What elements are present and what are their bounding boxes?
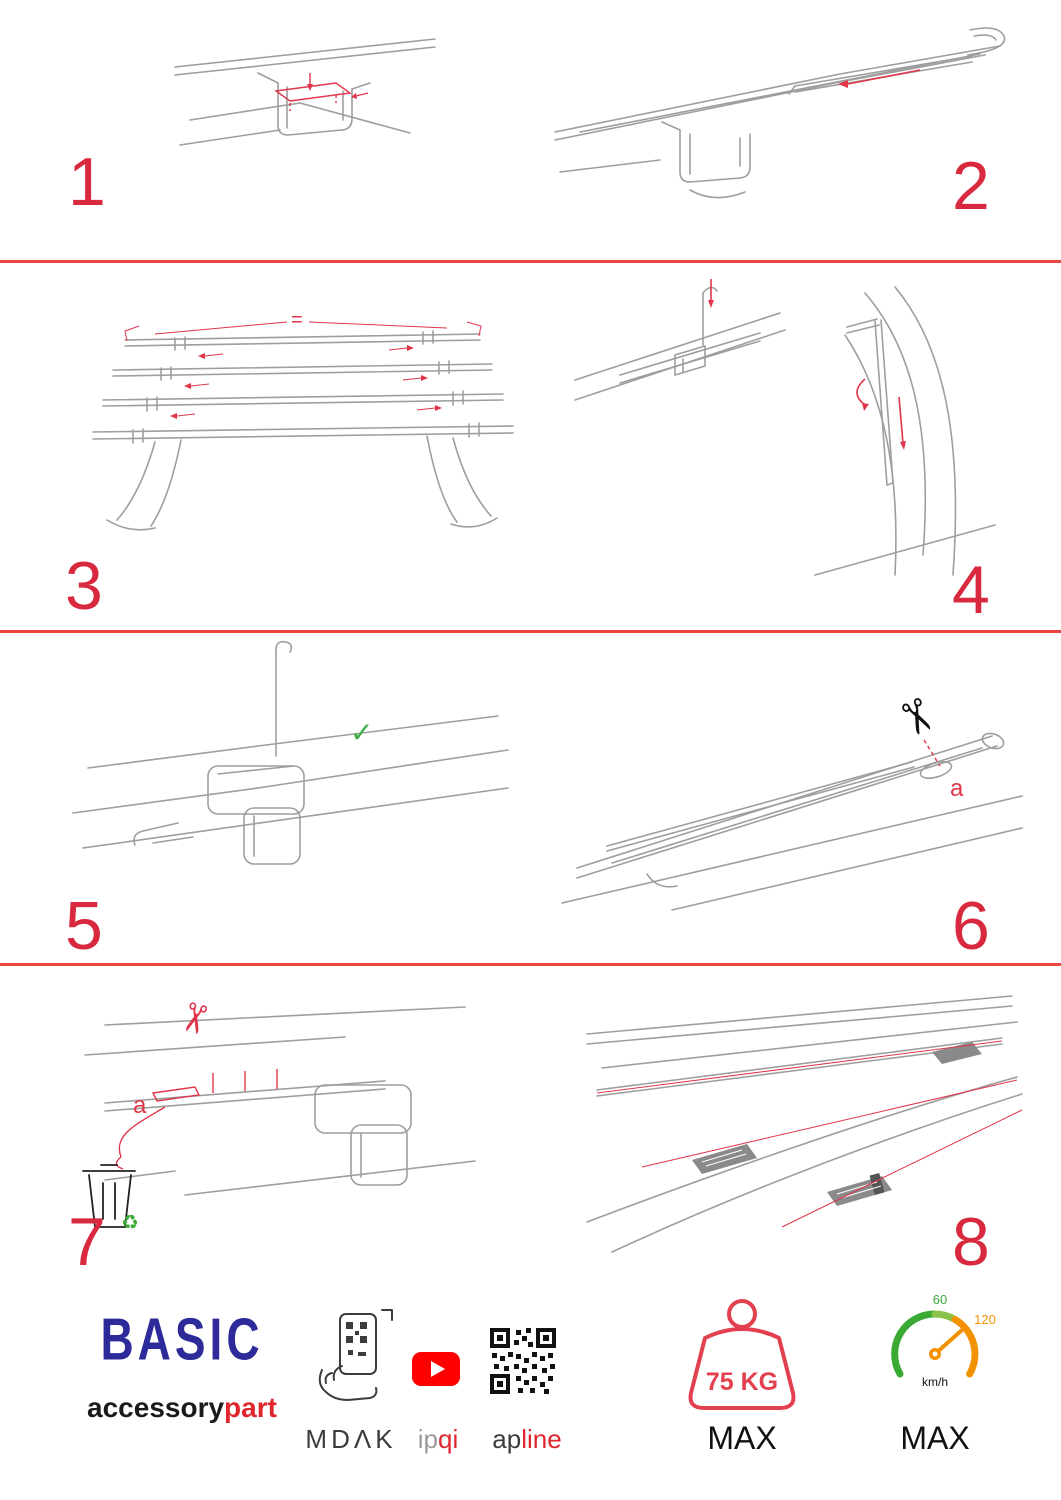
phone-scan-icon	[312, 1308, 396, 1408]
weight-value: 75 KG	[706, 1368, 778, 1396]
qr-code	[488, 1326, 558, 1396]
step-8-illustration	[572, 982, 1027, 1267]
cut-piece-label-a: a	[950, 775, 964, 802]
step-3-number: 3	[65, 548, 103, 624]
cut-piece-label-a: a	[133, 1092, 147, 1119]
apline-logo-text: apline	[482, 1424, 572, 1455]
speedometer-icon: 60 120 km/h	[872, 1290, 998, 1414]
apline-dark: ap	[492, 1424, 522, 1454]
step-5-illustration: ✓	[58, 638, 523, 908]
brand-block: BASIC accessorypart	[72, 1305, 292, 1424]
brand-subtitle-part: part	[224, 1392, 277, 1423]
mdak-logo-text: MDΛK	[305, 1424, 397, 1454]
max-weight-icon: 75 KG	[672, 1292, 812, 1420]
step-7-number: 7	[68, 1204, 106, 1280]
equal-spacing-label: =	[291, 309, 303, 331]
speed-60-label: 60	[933, 1292, 947, 1307]
section-divider-3	[0, 963, 1061, 966]
scissors-icon: ✂	[167, 996, 220, 1040]
section-divider-1	[0, 260, 1061, 263]
step-4-number: 4	[952, 552, 990, 628]
ipqi-gray: ip	[417, 1424, 438, 1454]
youtube-icon	[412, 1352, 460, 1386]
ipqi-red: qi	[438, 1424, 459, 1454]
weight-max-label: MAX	[707, 1420, 777, 1456]
step-5-number: 5	[65, 888, 103, 964]
step-2-illustration	[540, 22, 1015, 212]
apline-red: line	[521, 1424, 562, 1454]
step-3-illustration: =	[55, 282, 545, 547]
speed-unit-label: km/h	[922, 1375, 948, 1389]
step-2-number: 2	[952, 148, 990, 224]
step-1-illustration	[160, 25, 450, 230]
brand-subtitle: accessorypart	[72, 1392, 292, 1424]
step-7-illustration: ✂ a ♻	[45, 985, 485, 1255]
speed-max-label: MAX	[900, 1420, 970, 1456]
brand-title: BASIC	[100, 1305, 264, 1373]
check-icon: ✓	[350, 716, 373, 749]
scissors-icon: ✂	[884, 688, 949, 746]
brand-subtitle-accessory: accessory	[87, 1392, 225, 1423]
step-4-illustration	[565, 275, 1005, 615]
recycle-icon: ♻	[121, 1210, 139, 1234]
step-8-number: 8	[952, 1204, 990, 1280]
step-1-number: 1	[68, 144, 106, 220]
step-6-illustration: ✂ a	[552, 678, 1032, 918]
section-divider-2	[0, 630, 1061, 633]
speed-120-label: 120	[974, 1312, 996, 1327]
ipqi-logo-text: ipqi	[398, 1424, 478, 1455]
step-6-number: 6	[952, 888, 990, 964]
